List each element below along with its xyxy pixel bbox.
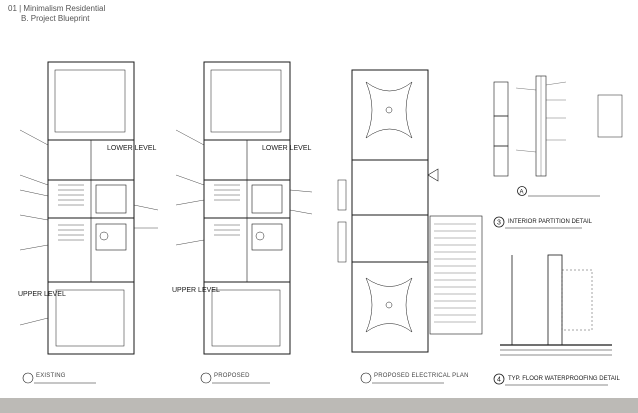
electrical-plan — [337, 69, 483, 353]
proposed-lower-level-label: LOWER LEVEL — [262, 145, 312, 152]
proposed-upper-level-label: UPPER LEVEL — [172, 287, 220, 294]
detail-3-number: 3 — [497, 220, 501, 227]
existing-plan — [19, 61, 159, 355]
footer-bar — [0, 398, 638, 413]
detail-4-title: TYP. FLOOR WATERPROOFING DETAIL — [508, 376, 620, 382]
proposed-caption: PROPOSED — [214, 373, 250, 379]
electrical-caption-marker — [360, 372, 372, 384]
existing-caption-marker — [22, 372, 34, 384]
electrical-caption: PROPOSED ELECTRICAL PLAN — [374, 373, 469, 379]
existing-lower-level-label: LOWER LEVEL — [107, 145, 157, 152]
proposed-plan — [175, 61, 313, 355]
detail-a — [493, 75, 623, 197]
detail-3 — [493, 216, 612, 356]
header-title: 01 | Minimalism Residential — [8, 4, 106, 13]
proposed-caption-marker — [200, 372, 212, 384]
detail-3-title: INTERIOR PARTITION DETAIL — [508, 219, 593, 225]
page-header: 01 | Minimalism Residential B. Project B… — [8, 4, 105, 24]
detail-4 — [493, 373, 608, 386]
detail-4-number: 4 — [497, 377, 501, 384]
existing-caption: EXISTING — [36, 373, 66, 379]
existing-upper-level-label: UPPER LEVEL — [18, 291, 66, 298]
detail-a-number: A — [520, 190, 524, 196]
header-subtitle: B. Project Blueprint — [21, 14, 90, 23]
